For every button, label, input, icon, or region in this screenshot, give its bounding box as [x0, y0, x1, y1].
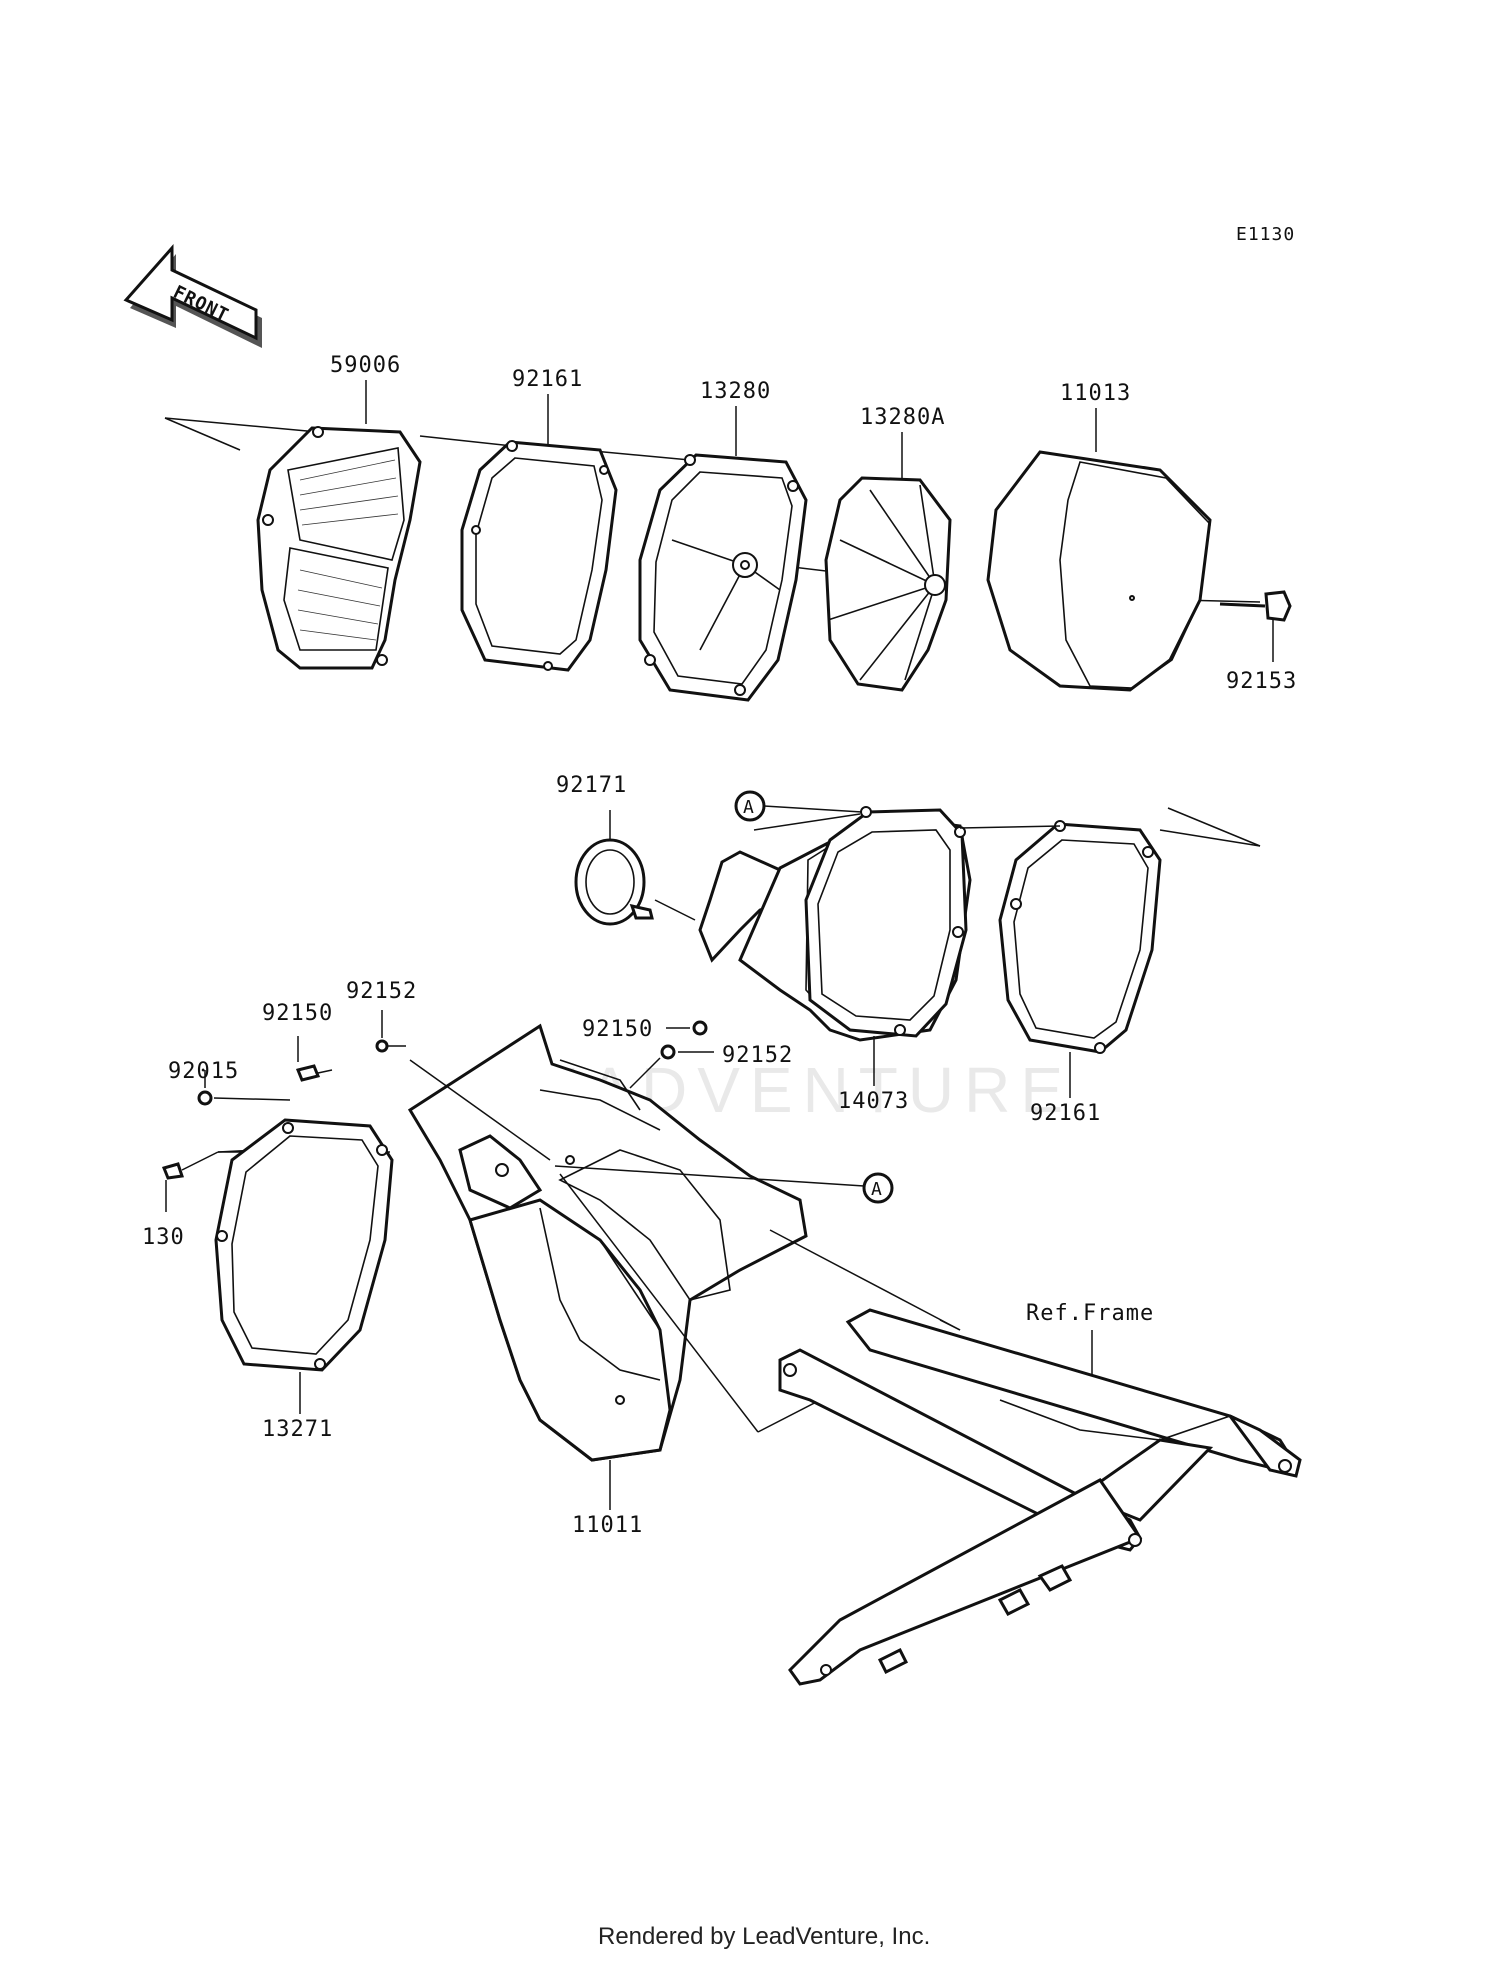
part-13271-gasket	[214, 1118, 394, 1414]
reference-frame	[778, 1308, 1302, 1686]
callout-130[interactable]: 130	[142, 1225, 185, 1250]
callout-59006[interactable]: 59006	[330, 353, 401, 378]
callout-13280[interactable]: 13280	[700, 379, 771, 404]
part-92161-gasket-lower	[959, 807, 1261, 1098]
callout-92171[interactable]: 92171	[556, 773, 627, 798]
callout-92161-lower[interactable]: 92161	[1030, 1101, 1101, 1126]
ref-marker-a-bottom-label: A	[871, 1179, 883, 1200]
callout-ref-frame[interactable]: Ref.Frame	[1026, 1301, 1154, 1326]
part-13280A-filter-cage	[824, 476, 952, 692]
callout-14073[interactable]: 14073	[838, 1089, 909, 1114]
part-92171-hose-clamp	[574, 810, 696, 926]
part-14073-intake-duct	[698, 806, 972, 1086]
callout-92153[interactable]: 92153	[1226, 669, 1297, 694]
footer-credit: Rendered by LeadVenture, Inc.	[598, 1923, 930, 1950]
part-11013-filter-element	[986, 450, 1212, 692]
mesh-pattern	[297, 459, 399, 641]
part-92153-wing-bolt	[1219, 590, 1292, 662]
callout-13280A[interactable]: 13280A	[860, 405, 945, 430]
part-11011-air-box	[407, 1023, 961, 1510]
front-arrow-icon: FRONT	[123, 244, 262, 348]
ref-marker-a-bottom[interactable]: A	[862, 1172, 894, 1204]
diagram-code: E1130	[1236, 224, 1295, 245]
callout-92152-right[interactable]: 92152	[722, 1043, 793, 1068]
part-92161-gasket-top	[460, 440, 618, 672]
part-13280-filter-holder	[638, 453, 808, 702]
callout-11011[interactable]: 11011	[572, 1513, 643, 1538]
callout-92150-left[interactable]: 92150	[262, 1001, 333, 1026]
part-59006-screen	[256, 426, 422, 670]
callout-92161-top[interactable]: 92161	[512, 367, 583, 392]
callout-13271[interactable]: 13271	[262, 1417, 333, 1442]
ref-marker-a-top[interactable]: A	[734, 790, 863, 822]
ref-marker-a-top-label: A	[743, 797, 755, 818]
callout-92152-left[interactable]: 92152	[346, 979, 417, 1004]
callout-92150-right[interactable]: 92150	[582, 1017, 653, 1042]
callout-11013[interactable]: 11013	[1060, 381, 1131, 406]
callout-92015[interactable]: 92015	[168, 1059, 239, 1084]
